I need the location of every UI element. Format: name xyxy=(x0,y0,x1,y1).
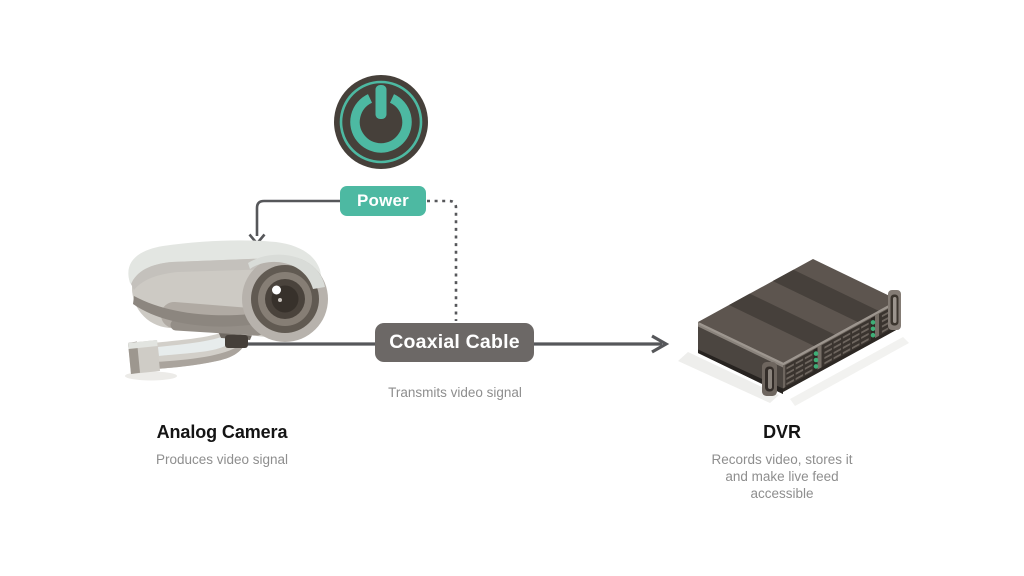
dvr-handle-right xyxy=(888,290,901,330)
dvr-title: DVR xyxy=(763,422,801,442)
dvr-handle-left xyxy=(762,362,777,396)
dvr-illustration xyxy=(678,259,909,406)
coaxial-cable-badge: Coaxial Cable xyxy=(375,323,534,362)
arrowhead-right-icon xyxy=(651,334,670,354)
analog-camera-caption: Produces video signal xyxy=(155,452,289,467)
power-badge-label: Power xyxy=(356,191,410,210)
camera-illustration xyxy=(125,240,328,381)
dvr-drive-bays xyxy=(785,304,896,388)
power-icon xyxy=(334,75,428,169)
power-badge: Power xyxy=(340,186,426,216)
dvr-top-stripes xyxy=(729,269,879,346)
analog-camera-title: Analog Camera xyxy=(156,422,288,442)
connector-power-to-coax-dashed xyxy=(427,199,458,321)
dvr-led-lights xyxy=(813,320,876,369)
connector-power-to-camera xyxy=(248,199,340,246)
coaxial-cable-caption: Transmits video signal xyxy=(388,385,522,400)
dvr-caption: Records video, stores it and make live f… xyxy=(711,452,853,501)
coaxial-cable-badge-label: Coaxial Cable xyxy=(389,331,520,353)
